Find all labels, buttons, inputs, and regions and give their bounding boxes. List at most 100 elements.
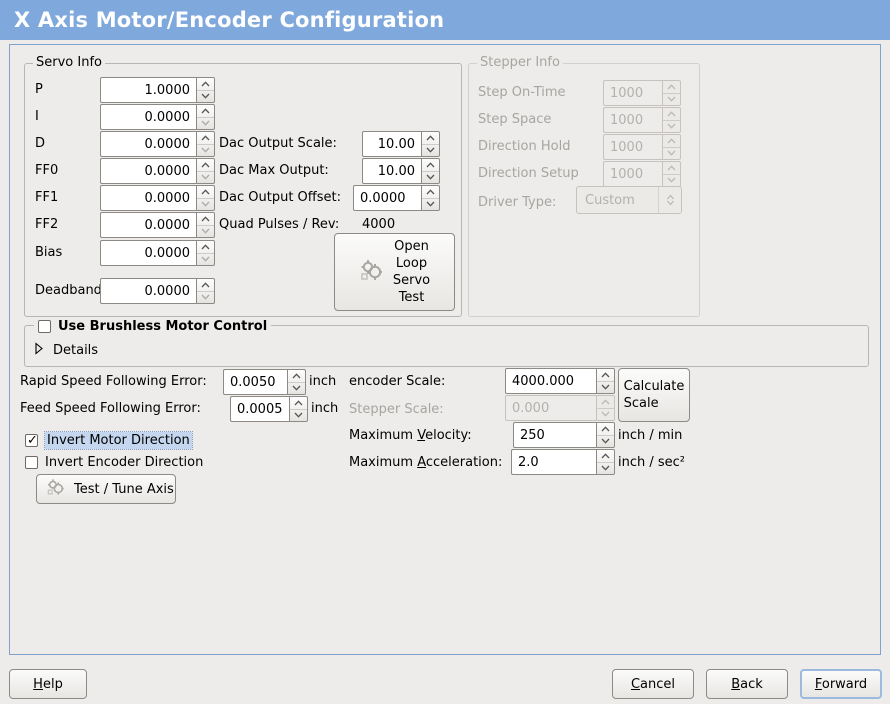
calculate-scale-line-2: Scale xyxy=(623,396,659,411)
servo-spin-ff1-buttons[interactable] xyxy=(196,185,215,211)
spin-up-icon[interactable] xyxy=(197,159,214,172)
servo-spin-ff2-buttons[interactable] xyxy=(196,212,215,238)
spin-down-icon[interactable] xyxy=(197,118,214,130)
rapid-speed-following-error-value[interactable]: 0.0050 xyxy=(223,369,287,395)
servo-value-bias[interactable]: 0.0000 xyxy=(100,240,196,266)
feed-speed-following-error-label: Feed Speed Following Error: xyxy=(20,401,201,416)
maximum-velocity-value[interactable]: 250 xyxy=(513,422,596,448)
servo-value-ff2[interactable]: 0.0000 xyxy=(100,212,196,238)
spin-up-icon[interactable] xyxy=(422,132,439,145)
dac-output-offset-spin[interactable]: 0.0000 xyxy=(353,185,440,211)
servo-spin-bias[interactable]: 0.0000 xyxy=(100,240,215,266)
spin-up-icon[interactable] xyxy=(197,241,214,254)
spin-down-icon[interactable] xyxy=(197,292,214,304)
servo-spin-p[interactable]: 1.0000 xyxy=(100,77,215,103)
invert-motor-direction-checkbox[interactable]: ✓ Invert Motor Direction xyxy=(25,431,193,450)
encoder-scale-spin[interactable]: 4000.000 xyxy=(505,368,615,394)
servo-value-i[interactable]: 0.0000 xyxy=(100,104,196,130)
spin-down-icon[interactable] xyxy=(197,172,214,184)
help-button[interactable]: Help xyxy=(9,669,87,699)
checkbox-box[interactable]: ✓ xyxy=(25,434,38,447)
feed-error-buttons[interactable] xyxy=(289,396,308,422)
stepper-info-legend: Stepper Info xyxy=(477,56,563,70)
spin-down-icon[interactable] xyxy=(597,382,614,394)
servo-value-ff1[interactable]: 0.0000 xyxy=(100,185,196,211)
spin-up-icon[interactable] xyxy=(197,213,214,226)
spin-up-icon[interactable] xyxy=(290,397,307,410)
servo-spin-d[interactable]: 0.0000 xyxy=(100,131,215,157)
maximum-acceleration-spin[interactable]: 2.0 xyxy=(511,449,615,475)
dac-output-scale-value[interactable]: 10.00 xyxy=(362,131,421,157)
dac-output-offset-buttons[interactable] xyxy=(421,185,440,211)
servo-spin-i[interactable]: 0.0000 xyxy=(100,104,215,130)
feed-speed-following-error-value[interactable]: 0.0005 xyxy=(230,396,289,422)
checkbox-box[interactable] xyxy=(25,456,38,469)
spin-down-icon[interactable] xyxy=(288,383,305,395)
cancel-button[interactable]: Cancel xyxy=(612,669,694,699)
dac-output-scale-spin[interactable]: 10.00 xyxy=(362,131,440,157)
spin-up-icon[interactable] xyxy=(197,105,214,118)
rapid-error-buttons[interactable] xyxy=(287,369,306,395)
test-tune-axis-button[interactable]: Test / Tune Axis xyxy=(36,474,176,504)
maximum-acceleration-value[interactable]: 2.0 xyxy=(511,449,596,475)
servo-spin-i-buttons[interactable] xyxy=(196,104,215,130)
maximum-velocity-buttons[interactable] xyxy=(596,422,615,448)
servo-spin-p-buttons[interactable] xyxy=(196,77,215,103)
dac-max-output-value[interactable]: 10.00 xyxy=(362,158,421,184)
servo-value-deadband[interactable]: 0.0000 xyxy=(100,278,196,304)
spin-down-icon[interactable] xyxy=(290,410,307,422)
open-loop-servo-test-button[interactable]: Open Loop Servo Test xyxy=(334,233,455,311)
spin-up-icon[interactable] xyxy=(597,369,614,382)
spin-down-icon[interactable] xyxy=(197,145,214,157)
invert-encoder-direction-checkbox[interactable]: Invert Encoder Direction xyxy=(25,455,203,470)
servo-spin-ff1[interactable]: 0.0000 xyxy=(100,185,215,211)
spin-down-icon[interactable] xyxy=(422,172,439,184)
spin-up-icon[interactable] xyxy=(422,186,439,199)
maximum-velocity-spin[interactable]: 250 xyxy=(513,422,615,448)
spin-up-icon[interactable] xyxy=(422,159,439,172)
spin-up-icon[interactable] xyxy=(288,370,305,383)
spin-up-icon[interactable] xyxy=(197,78,214,91)
spin-down-icon[interactable] xyxy=(197,199,214,211)
spin-down-icon[interactable] xyxy=(597,463,614,475)
spin-up-icon[interactable] xyxy=(597,423,614,436)
chevron-right-icon[interactable] xyxy=(34,342,44,359)
servo-spin-d-buttons[interactable] xyxy=(196,131,215,157)
servo-value-d[interactable]: 0.0000 xyxy=(100,131,196,157)
servo-spin-deadband-buttons[interactable] xyxy=(196,278,215,304)
spin-down-icon[interactable] xyxy=(197,226,214,238)
spin-down-icon[interactable] xyxy=(197,91,214,103)
servo-spin-ff0[interactable]: 0.0000 xyxy=(100,158,215,184)
spin-up-icon[interactable] xyxy=(197,279,214,292)
spin-up-icon[interactable] xyxy=(197,132,214,145)
dac-max-output-buttons[interactable] xyxy=(421,158,440,184)
use-brushless-motor-control-checkbox[interactable]: Use Brushless Motor Control xyxy=(34,319,272,334)
feed-speed-following-error-spin[interactable]: 0.0005 xyxy=(230,396,308,422)
servo-spin-ff2[interactable]: 0.0000 xyxy=(100,212,215,238)
servo-value-ff0[interactable]: 0.0000 xyxy=(100,158,196,184)
checkbox-box[interactable] xyxy=(38,320,51,333)
calculate-scale-button[interactable]: Calculate Scale xyxy=(618,368,690,422)
spin-down-icon[interactable] xyxy=(597,436,614,448)
servo-spin-deadband[interactable]: 0.0000 xyxy=(100,278,215,304)
dac-max-output-spin[interactable]: 10.00 xyxy=(362,158,440,184)
encoder-scale-value[interactable]: 4000.000 xyxy=(505,368,596,394)
max-accel-label-pre: Maximum xyxy=(349,455,418,470)
spin-down-icon[interactable] xyxy=(197,254,214,266)
maximum-velocity-unit: inch / min xyxy=(618,428,683,443)
spin-up-icon[interactable] xyxy=(597,450,614,463)
servo-spin-bias-buttons[interactable] xyxy=(196,240,215,266)
rapid-speed-following-error-spin[interactable]: 0.0050 xyxy=(223,369,306,395)
forward-button[interactable]: Forward xyxy=(800,669,882,699)
maximum-acceleration-buttons[interactable] xyxy=(596,449,615,475)
spin-down-icon[interactable] xyxy=(422,145,439,157)
encoder-scale-buttons[interactable] xyxy=(596,368,615,394)
spin-up-icon[interactable] xyxy=(197,186,214,199)
dac-output-scale-buttons[interactable] xyxy=(421,131,440,157)
servo-spin-ff0-buttons[interactable] xyxy=(196,158,215,184)
details-expander[interactable]: Details xyxy=(34,342,98,359)
servo-value-p[interactable]: 1.0000 xyxy=(100,77,196,103)
back-button[interactable]: Back xyxy=(706,669,788,699)
dac-output-offset-value[interactable]: 0.0000 xyxy=(353,185,421,211)
spin-down-icon[interactable] xyxy=(422,199,439,211)
